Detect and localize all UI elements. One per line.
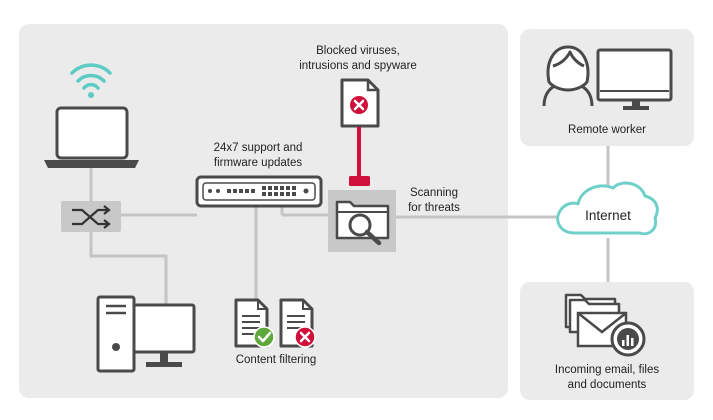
support-updates-label: 24x7 support and firmware updates (196, 141, 320, 171)
network-switch-icon (61, 201, 121, 232)
chart-badge-icon (610, 321, 646, 357)
scanner-icon (328, 190, 396, 252)
scanning-label: Scanning for threats (398, 186, 470, 216)
incoming-line2: and documents (567, 379, 647, 391)
incoming-label: Incoming email, files and documents (530, 363, 684, 393)
approved-document-icon (234, 298, 275, 348)
blocked-threats-line1: Blocked viruses, (316, 45, 400, 57)
internet-label: Internet (585, 208, 631, 223)
support-updates-line2: firmware updates (213, 157, 303, 169)
laptop-icon (44, 106, 139, 168)
person-icon (542, 45, 594, 107)
line-switch-desktop (89, 232, 168, 306)
blocked-threats-label: Blocked viruses, intrusions and spyware (283, 44, 433, 74)
cloud-icon (556, 181, 659, 236)
support-updates-line1: 24x7 support and (213, 142, 303, 154)
wifi-icon (70, 63, 112, 98)
content-filtering-label: Content filtering (235, 354, 317, 366)
monitor-icon (596, 48, 673, 110)
scanning-line2: for threats (408, 202, 460, 214)
blocked-threats-line2: intrusions and spyware (299, 60, 417, 72)
block-connector (349, 127, 370, 186)
firewall-appliance-icon (195, 175, 323, 208)
desktop-computer-icon (96, 295, 196, 373)
incoming-line1: Incoming email, files (554, 364, 660, 376)
rejected-document-icon (279, 298, 316, 348)
remote-worker-label: Remote worker (568, 124, 646, 136)
scanning-line1: Scanning (410, 187, 458, 199)
connection-lines (89, 146, 610, 306)
blocked-file-icon (340, 78, 380, 128)
